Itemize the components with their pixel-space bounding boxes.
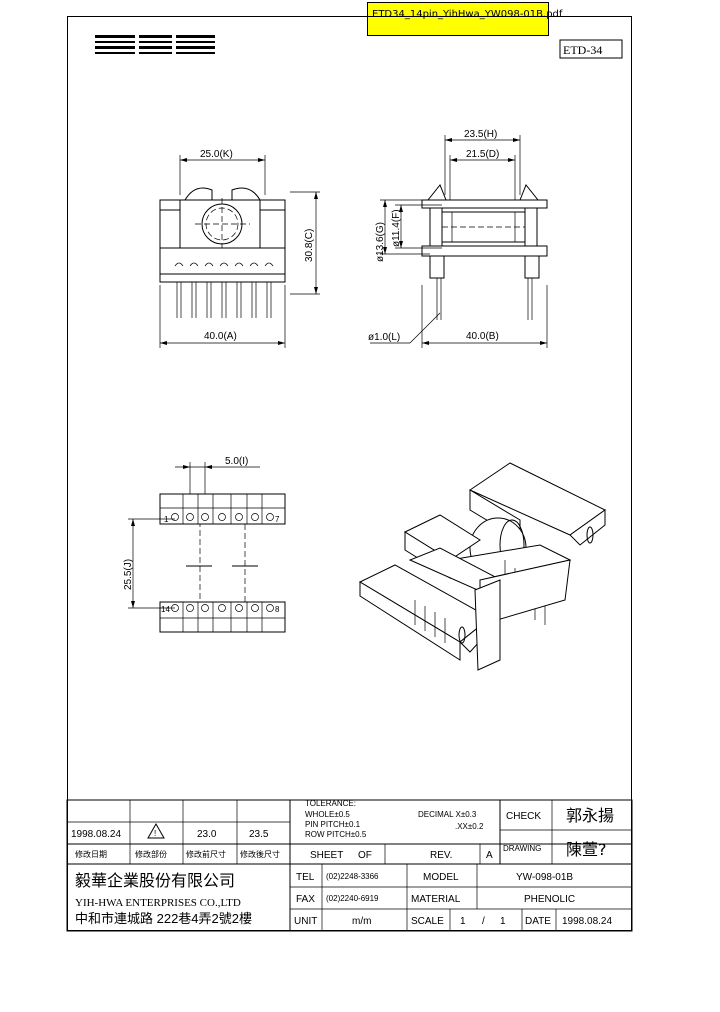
- model-label: MODEL: [423, 872, 459, 883]
- rev-header-after: 修改後尺寸: [240, 849, 280, 859]
- company-address: 中和市連城路 222巷4弄2號2樓: [75, 911, 252, 926]
- tolerance-row: ROW PITCH±0.5: [305, 830, 367, 839]
- check-name: 郭永揚: [566, 806, 614, 825]
- revision-new: 23.5: [249, 829, 269, 840]
- tolerance-pin: PIN PITCH±0.1: [305, 820, 361, 829]
- part-code-box: [559, 39, 623, 59]
- date-value: 1998.08.24: [562, 916, 612, 927]
- check-label: CHECK: [506, 811, 541, 822]
- front-view: 25.0(K) 30.8(C): [159, 149, 320, 348]
- company-name-en: YIH-HWA ENTERPRISES CO.,LTD: [75, 897, 241, 909]
- drawing-label: DRAWING: [503, 844, 541, 853]
- tolerance-title: TOLERANCE:: [305, 799, 356, 808]
- company-name-cn: 毅華企業股份有限公司: [75, 871, 235, 890]
- dim-k: 25.0(K): [200, 149, 233, 160]
- sheet-of-label: OF: [358, 850, 372, 861]
- side-view: 23.5(H) 21.5(D) ø13.6(G): [368, 129, 548, 348]
- company-logo: [95, 33, 215, 56]
- dim-f: ø11.4(F): [391, 209, 402, 247]
- dim-g: ø13.6(G): [375, 222, 386, 262]
- fax-value: (02)2240-6919: [326, 894, 379, 903]
- tolerance-decimal-2: .XX±0.2: [455, 822, 484, 831]
- revision-warning-icon: [147, 822, 165, 839]
- tolerance-whole: WHOLE±0.5: [305, 810, 350, 819]
- fax-label: FAX: [296, 894, 315, 905]
- rev-value: A: [486, 850, 493, 861]
- unit-value: m/m: [352, 916, 371, 927]
- tolerance-decimal: DECIMAL X±0.3: [418, 810, 477, 819]
- tel-value: (02)2248-3366: [326, 872, 379, 881]
- pin-label-8: 8: [275, 605, 280, 614]
- file-name-tag: ETD34_14pin_YihHwa_YW098-01B.pdf: [367, 2, 562, 36]
- sheet-label: SHEET: [310, 850, 343, 861]
- unit-label: UNIT: [294, 916, 317, 927]
- scale-num: 1: [460, 916, 466, 927]
- scale-label: SCALE: [411, 916, 444, 927]
- dim-d: 21.5(D): [466, 149, 499, 160]
- pin-label-14: 14: [161, 605, 170, 614]
- dim-j: 25.5(J): [123, 559, 134, 590]
- date-label: DATE: [525, 916, 551, 927]
- scale-sep: /: [482, 916, 485, 927]
- dim-a: 40.0(A): [204, 331, 237, 342]
- rev-header-before: 修改前尺寸: [186, 849, 226, 859]
- material-value: PHENOLIC: [524, 894, 575, 905]
- model-value: YW-098-01B: [516, 872, 573, 883]
- dim-b: 40.0(B): [466, 331, 499, 342]
- isometric-view: [358, 462, 606, 671]
- part-code: ETD-34: [563, 43, 602, 57]
- pin-label-1: 1: [164, 515, 169, 524]
- rev-label: REV.: [430, 850, 452, 861]
- tel-label: TEL: [296, 872, 315, 883]
- dim-c: 30.8(C): [304, 229, 315, 262]
- drawing-name: 陳萱?: [566, 840, 607, 859]
- rev-header-part: 修改部份: [135, 849, 167, 859]
- pin-label-7: 7: [275, 515, 280, 524]
- bottom-view: 5.0(I) 1 7 14 8 25.5(J): [123, 456, 286, 633]
- dim-i: 5.0(I): [225, 456, 248, 467]
- svg-text:!: !: [154, 829, 156, 838]
- rev-header-date: 修改日期: [75, 849, 107, 859]
- scale-den: 1: [500, 916, 506, 927]
- revision-old: 23.0: [197, 829, 217, 840]
- material-label: MATERIAL: [411, 894, 461, 905]
- dim-l: ø1.0(L): [368, 332, 400, 343]
- revision-date: 1998.08.24: [71, 829, 121, 840]
- title-block: 1998.08.24 ! 23.0 23.5 修改日期 修改部份 修改前尺寸 修…: [66, 799, 633, 932]
- dim-h: 23.5(H): [464, 129, 497, 140]
